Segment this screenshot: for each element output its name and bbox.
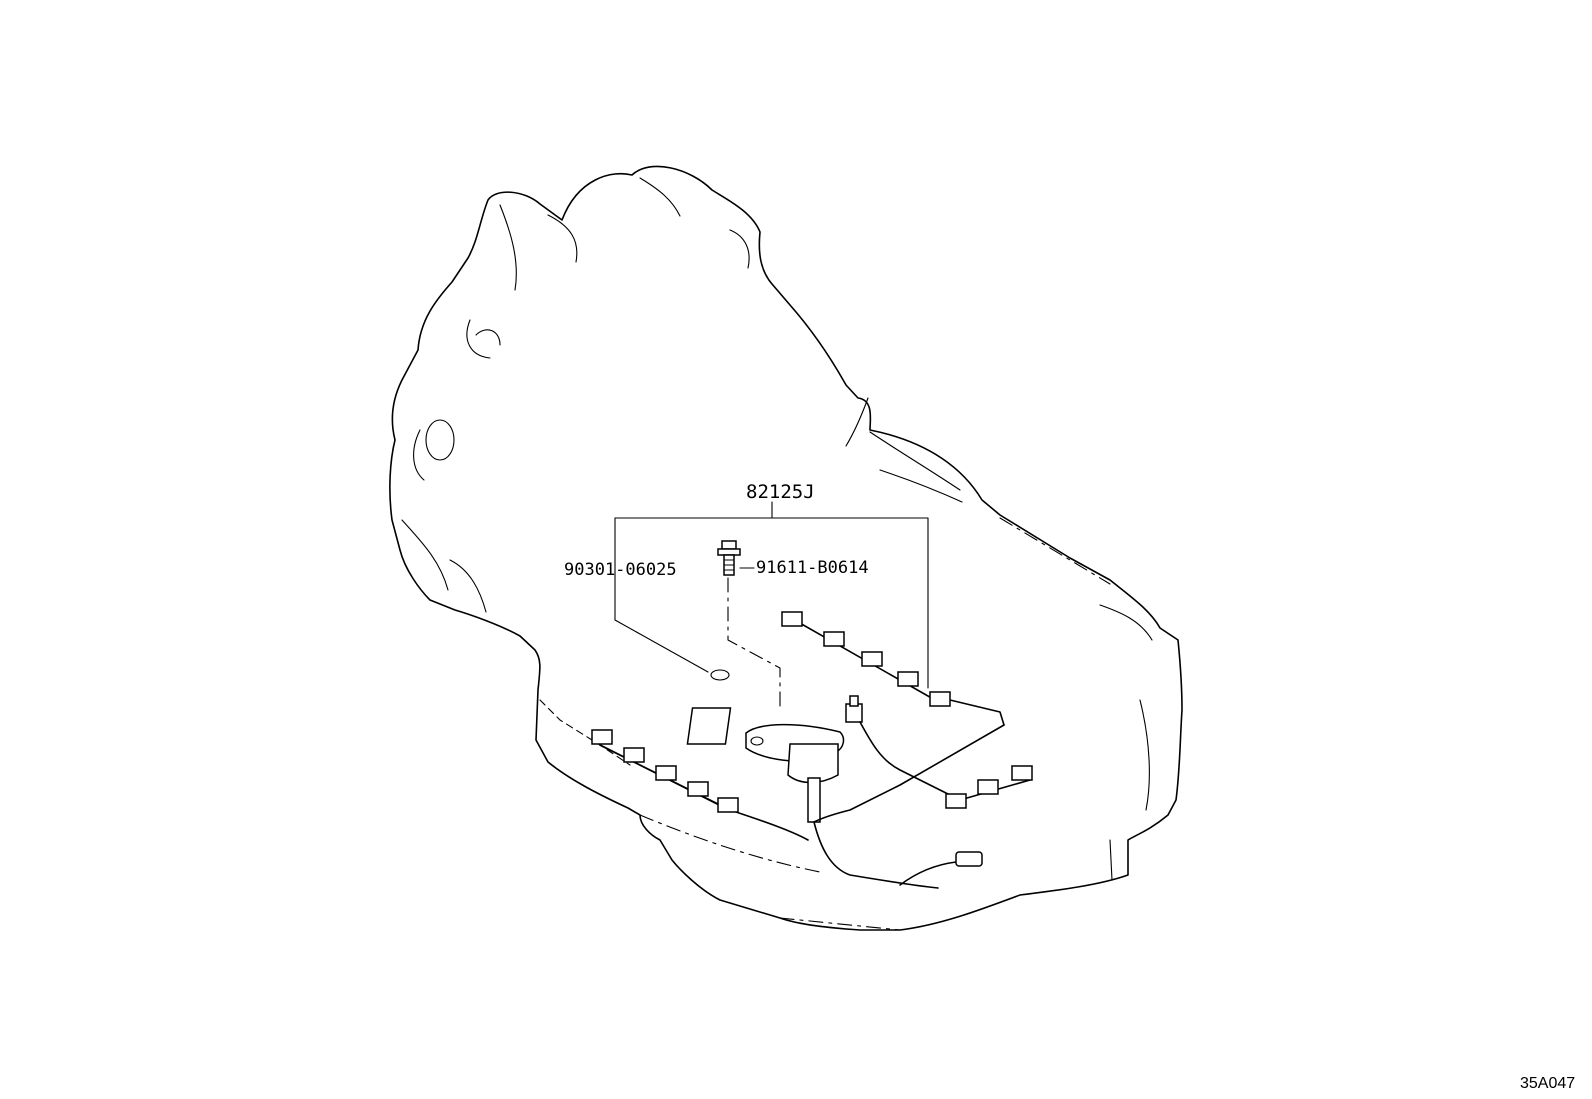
o-ring-part (710, 669, 730, 681)
label-91611-B0614: 91611-B0614 (756, 558, 869, 578)
bolt-part (717, 540, 741, 576)
callout-leaders (614, 501, 929, 707)
wire-harness-assembly (591, 611, 1033, 889)
connector-row-upper (781, 611, 951, 707)
label-90301-06025: 90301-06025 (564, 560, 677, 580)
transmission-case-outline (389, 165, 1183, 931)
connector-row-left (591, 729, 739, 813)
footer-illustration-code: 35A047 (1520, 1075, 1575, 1092)
label-82125J: 82125J (746, 481, 815, 503)
connector-row-right (945, 765, 1033, 809)
